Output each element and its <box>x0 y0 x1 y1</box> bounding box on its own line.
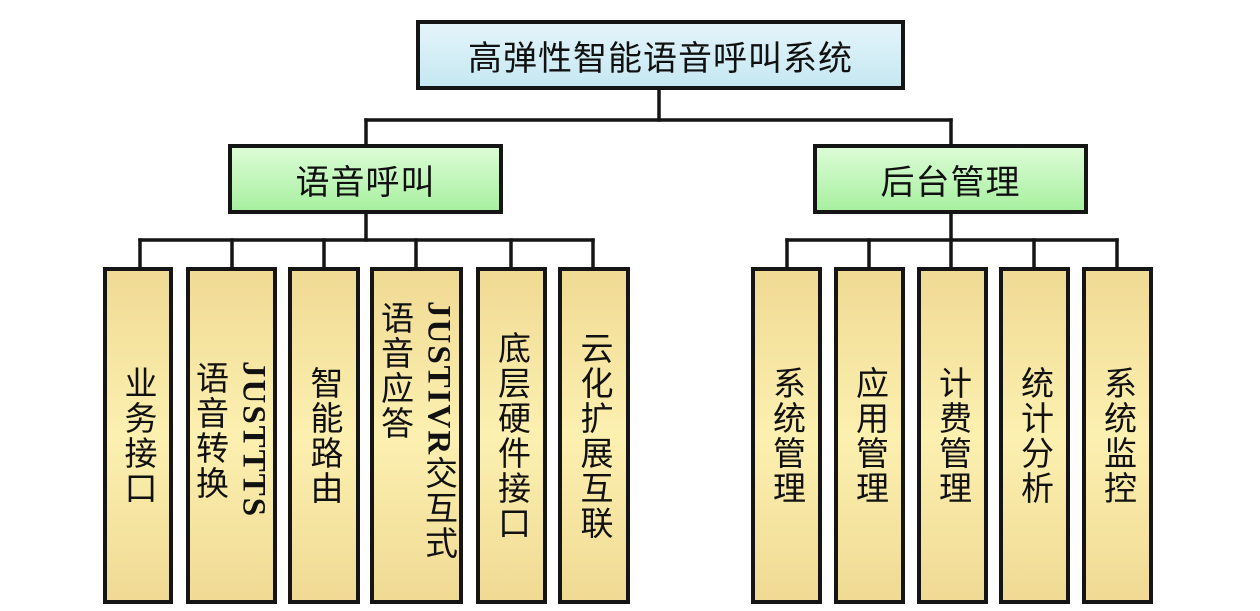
leaf-label: 统计分析 <box>1015 365 1055 506</box>
leaf-node-hardware-interface: 底层硬件接口 <box>476 267 547 604</box>
branch-node-backend-management: 后台管理 <box>813 144 1088 214</box>
leaf-node-justtts: JUSTTTS语音转换 <box>186 267 277 604</box>
leaf-label: 云化扩展互联 <box>575 330 614 541</box>
leaf-node-cloud-interconnect: 云化扩展互联 <box>558 267 630 604</box>
leaf-label: 业务接口 <box>119 365 158 506</box>
leaf-node-smart-routing: 智能路由 <box>288 267 360 604</box>
leaf-label: 语音转换 <box>190 360 230 501</box>
branch-node-voice-call: 语音呼叫 <box>228 144 503 214</box>
root-label: 高弹性智能语音呼叫系统 <box>468 38 853 79</box>
branch-label: 语音呼叫 <box>295 162 436 203</box>
root-node: 高弹性智能语音呼叫系统 <box>416 20 905 90</box>
leaf-label: 应用管理 <box>850 365 890 506</box>
leaf-node-system-management: 系统管理 <box>751 267 822 604</box>
leaf-label: 计费管理 <box>933 365 973 506</box>
leaf-node-application-management: 应用管理 <box>834 267 905 604</box>
leaf-node-justivr: JUSTIVR交互式语音应答 <box>370 267 463 604</box>
leaf-prefix: JUSTTTS <box>235 360 272 518</box>
leaf-label: 底层硬件接口 <box>492 330 532 541</box>
leaf-label: 系统管理 <box>767 365 807 506</box>
branch-label: 后台管理 <box>880 162 1021 203</box>
leaf-label: 交互式语音应答 <box>375 300 459 561</box>
leaf-node-business-interface: 业务接口 <box>103 267 173 604</box>
leaf-node-statistics-analysis: 统计分析 <box>999 267 1070 604</box>
leaf-label: 智能路由 <box>305 365 344 506</box>
leaf-label: 系统监控 <box>1098 365 1138 506</box>
leaf-node-system-monitoring: 系统监控 <box>1082 267 1153 604</box>
leaf-node-billing-management: 计费管理 <box>917 267 988 604</box>
leaf-prefix: JUSTIVR <box>420 300 457 456</box>
